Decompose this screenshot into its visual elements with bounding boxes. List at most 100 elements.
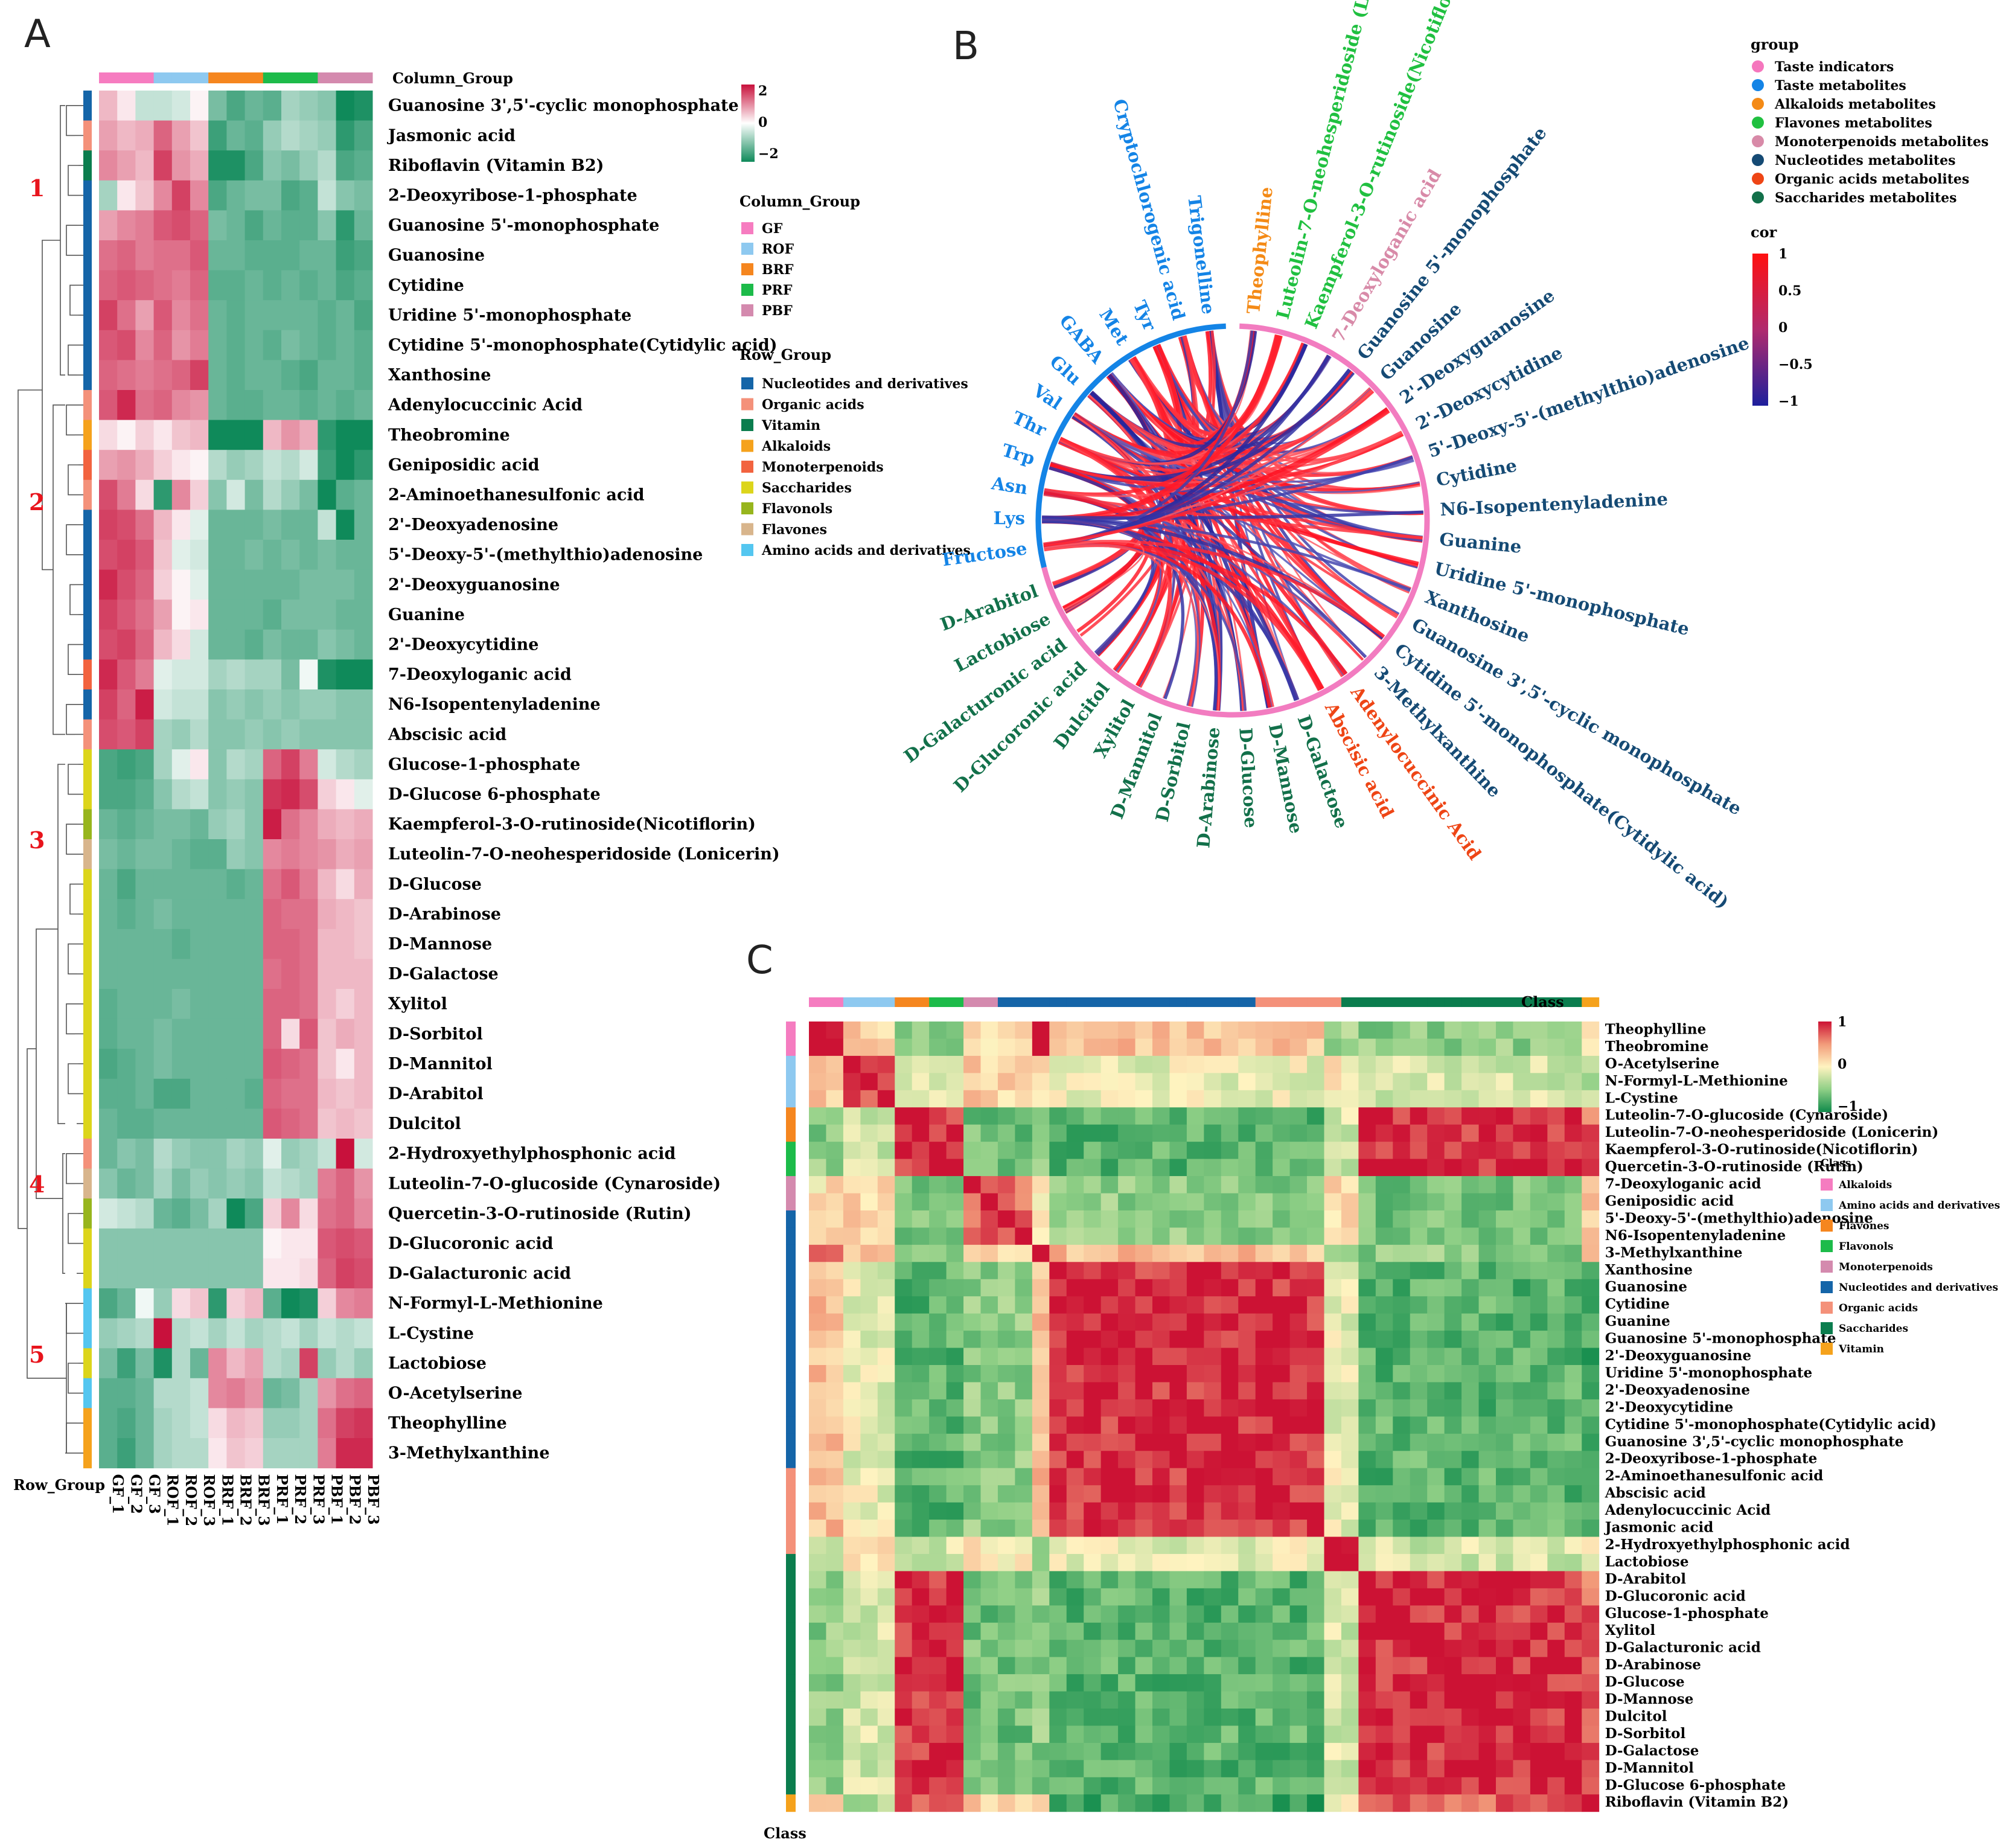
- correlation-cell: [1204, 1227, 1222, 1245]
- heatmap-cell: [299, 360, 318, 391]
- correlation-cell: [1496, 1279, 1513, 1297]
- class-bar-top-cell: [1289, 997, 1308, 1007]
- heatmap-cell: [336, 510, 355, 540]
- heatmap-cell: [336, 1049, 355, 1079]
- correlation-cell: [1186, 1073, 1204, 1091]
- heatmap-cell: [281, 540, 300, 571]
- heatmap-cell: [299, 629, 318, 660]
- correlation-cell: [1547, 1674, 1565, 1692]
- heatmap-cell: [299, 719, 318, 750]
- correlation-cell: [1358, 1399, 1376, 1417]
- correlation-cell: [1444, 1553, 1462, 1571]
- correlation-cell: [1273, 1760, 1291, 1778]
- correlation-cell: [1513, 1674, 1531, 1692]
- heatmap-cell: [244, 270, 264, 301]
- heatmap-cell: [244, 1378, 264, 1408]
- correlation-cell: [895, 1794, 913, 1812]
- correlation-cell: [1427, 1502, 1445, 1520]
- correlation-cell: [997, 1193, 1015, 1211]
- correlation-cell: [877, 1622, 895, 1640]
- heatmap-cell: [263, 569, 282, 600]
- correlation-cell: [1221, 1777, 1239, 1795]
- heatmap-cell: [135, 629, 155, 660]
- correlation-cell: [1049, 1588, 1067, 1606]
- correlation-cell: [1273, 1640, 1291, 1658]
- correlation-cell: [1444, 1279, 1462, 1297]
- heatmap-cell: [99, 779, 118, 810]
- class-bar-top-cell: [946, 997, 964, 1007]
- correlation-cell: [1444, 1107, 1462, 1125]
- correlation-cell: [1410, 1742, 1428, 1760]
- correlation-cell: [1530, 1210, 1548, 1228]
- heatmap-cell: [99, 689, 118, 720]
- row-label: 2-Hydroxyethylphosphonic acid: [388, 1145, 676, 1163]
- heatmap-cell: [135, 899, 155, 930]
- correlation-cell: [1513, 1296, 1531, 1314]
- heatmap-cell: [135, 959, 155, 990]
- correlation-cell: [1084, 1313, 1102, 1331]
- correlation-cell: [1393, 1520, 1411, 1537]
- correlation-cell: [1255, 1313, 1273, 1331]
- correlation-cell: [1118, 1022, 1136, 1039]
- heatmap-cell: [190, 839, 209, 870]
- correlation-cell: [1289, 1107, 1308, 1125]
- heatmap-cell: [99, 659, 118, 690]
- correlation-cell: [1289, 1055, 1308, 1073]
- correlation-cell: [1015, 1176, 1033, 1194]
- heatmap-cell: [153, 1258, 173, 1289]
- correlation-cell: [1375, 1536, 1393, 1555]
- column-label: GF_3: [146, 1474, 164, 1514]
- heatmap-cell: [153, 270, 173, 301]
- heatmap-cell: [190, 659, 209, 690]
- correlation-cell: [1066, 1365, 1084, 1383]
- correlation-cell: [1032, 1382, 1050, 1400]
- correlation-cell: [1152, 1742, 1170, 1760]
- correlation-cell: [860, 1794, 878, 1812]
- heatmap-cell: [263, 1408, 282, 1439]
- correlation-cell: [1461, 1244, 1480, 1262]
- correlation-cell: [1478, 1365, 1496, 1383]
- heatmap-cell: [263, 91, 282, 121]
- correlation-cell: [1513, 1382, 1531, 1400]
- correlation-cell: [809, 1433, 826, 1451]
- correlation-cell: [860, 1451, 878, 1469]
- correlation-cell: [895, 1674, 913, 1692]
- correlation-cell: [1238, 1468, 1256, 1486]
- correlation-cell: [1289, 1674, 1308, 1692]
- dendrogram-branch: [66, 225, 77, 256]
- correlation-cell: [1066, 1382, 1084, 1400]
- correlation-cell: [963, 1262, 981, 1280]
- correlation-cell: [1582, 1691, 1600, 1709]
- correlation-cell: [1289, 1451, 1308, 1469]
- correlation-cell: [1582, 1159, 1600, 1177]
- row-group-legend-title: Row_Group: [739, 346, 831, 363]
- correlation-cell: [1307, 1605, 1324, 1623]
- heatmap-cell: [336, 1408, 355, 1439]
- correlation-cell: [877, 1691, 895, 1709]
- correlation-cell: [997, 1777, 1015, 1795]
- correlation-cell: [1444, 1365, 1462, 1383]
- correlation-cell: [1186, 1433, 1204, 1451]
- row-label: Cytidine: [388, 276, 464, 295]
- correlation-cell: [1273, 1159, 1291, 1177]
- correlation-cell: [1375, 1227, 1393, 1245]
- correlation-cell: [1410, 1313, 1428, 1331]
- row-label: 2-Hydroxyethylphosphonic acid: [1605, 1536, 1850, 1553]
- taste-node-label: Thr: [1009, 407, 1050, 441]
- correlation-cell: [1084, 1605, 1102, 1623]
- heatmap-cell: [99, 300, 118, 331]
- correlation-cell: [1186, 1107, 1204, 1125]
- column-group-cell: [244, 72, 264, 83]
- heatmap-cell: [135, 1408, 155, 1439]
- correlation-cell: [1273, 1777, 1291, 1795]
- correlation-cell: [809, 1365, 826, 1383]
- correlation-cell: [1461, 1709, 1480, 1726]
- row-label: Kaempferol-3-O-rutinoside(Nicotiflorin): [388, 815, 756, 834]
- correlation-cell: [980, 1296, 998, 1314]
- correlation-cell: [1100, 1124, 1119, 1142]
- correlation-cell: [1204, 1794, 1222, 1812]
- heatmap-cell: [244, 719, 264, 750]
- heatmap-cell: [99, 749, 118, 780]
- heatmap-cell: [99, 210, 118, 241]
- correlation-cell: [980, 1382, 998, 1400]
